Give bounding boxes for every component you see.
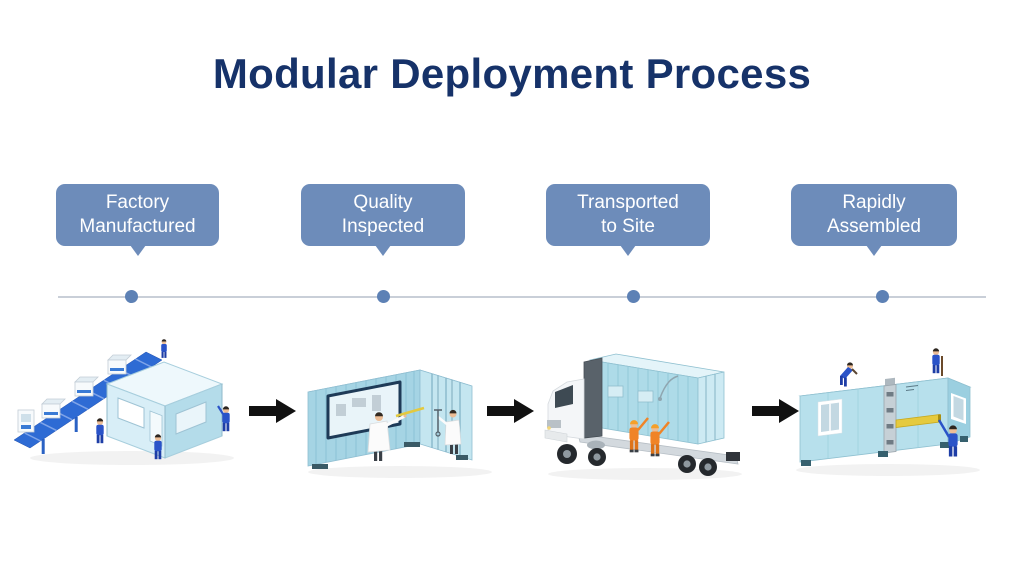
ground-shadow	[308, 466, 492, 478]
inspector-figure	[434, 409, 462, 454]
page-title: Modular Deployment Process	[212, 50, 812, 97]
factory-machine	[17, 409, 35, 433]
worker-figure-bent	[840, 362, 858, 387]
rear-bumper	[726, 452, 740, 461]
right-arrow-icon	[249, 399, 296, 423]
worker-figure	[948, 425, 958, 457]
stage-label-transported-to-site: Transported to Site	[546, 184, 710, 246]
headlight	[547, 426, 551, 430]
ground-shadow	[30, 451, 234, 465]
factory-machine	[41, 398, 66, 419]
windshield	[555, 385, 573, 408]
modular-building	[798, 377, 972, 466]
right-arrow-icon	[752, 399, 799, 423]
factory-machine	[107, 354, 132, 375]
truck-transport-illustration	[544, 353, 742, 480]
module-assembly-illustration	[796, 348, 980, 476]
container-inspection-illustration	[307, 369, 492, 478]
modular-room-unit	[105, 361, 224, 459]
stage-label-quality-inspected: Quality Inspected	[301, 184, 465, 246]
truck-cab	[544, 357, 605, 450]
joint-strip	[883, 384, 897, 454]
factory-production-line-illustration	[13, 339, 234, 465]
container-vent	[637, 390, 654, 403]
inspector-figure	[367, 406, 425, 461]
worker-figure	[222, 406, 230, 432]
timeline-dot	[876, 290, 889, 303]
stage-label-rapidly-assembled: Rapidly Assembled	[791, 184, 957, 246]
wheels	[557, 444, 740, 476]
timeline-dot	[125, 290, 138, 303]
worker-figure	[161, 339, 167, 358]
timeline-dot	[377, 290, 390, 303]
timeline-dot	[627, 290, 640, 303]
worker-figure	[96, 418, 104, 444]
right-arrow-icon	[487, 399, 534, 423]
container-on-trailer	[589, 353, 725, 445]
container-vent	[607, 385, 624, 398]
stage-label-factory-manufactured: Factory Manufactured	[56, 184, 219, 246]
measuring-stick	[395, 406, 425, 418]
worker-figure	[932, 348, 940, 374]
securing-strap	[659, 375, 679, 399]
hand-tool	[851, 368, 858, 375]
ground-shadow	[548, 468, 742, 480]
window-opening	[175, 401, 207, 435]
container-module	[307, 369, 473, 469]
window-opening	[117, 397, 145, 429]
fuel-tank	[587, 440, 605, 450]
timeline-line	[58, 296, 986, 298]
ground-shadow	[796, 464, 980, 476]
factory-machine	[74, 376, 99, 397]
